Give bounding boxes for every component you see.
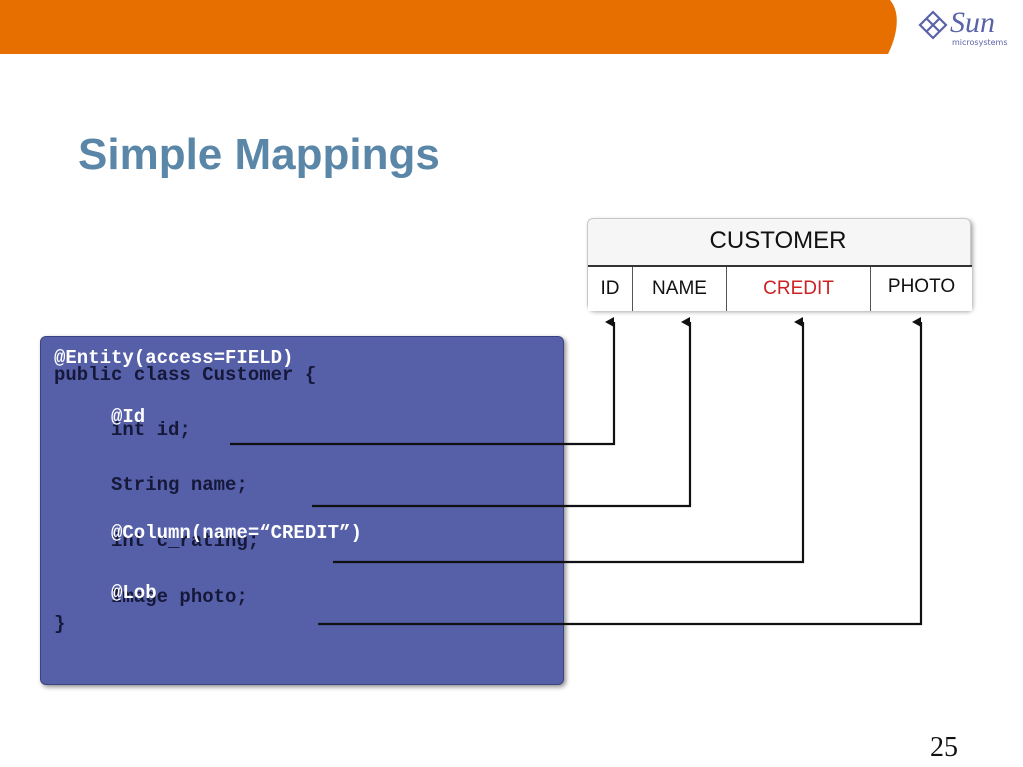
page-number: 25 — [930, 732, 958, 763]
customer-table: CUSTOMER ID NAME CREDIT PHOTO — [587, 218, 972, 311]
column-annotation: @Column(name=“CREDIT”) — [111, 522, 362, 544]
column-credit: CREDIT — [727, 267, 871, 311]
name-field: String name; — [111, 474, 248, 496]
table-columns: ID NAME CREDIT PHOTO — [588, 265, 972, 311]
credit-field: int c_rating; — [111, 530, 260, 552]
column-id: ID — [588, 267, 633, 311]
column-name: NAME — [633, 267, 727, 311]
sun-diamond-icon — [918, 10, 948, 40]
photo-field: Image photo; — [111, 586, 248, 608]
logo-subtext: microsystems — [952, 38, 1008, 47]
sun-logo: Sun microsystems — [918, 6, 1008, 50]
table-name: CUSTOMER — [709, 227, 847, 254]
code-block: @Entity(access=FIELD) public class Custo… — [40, 336, 564, 685]
top-banner — [0, 0, 897, 54]
class-declaration: public class Customer { — [54, 364, 317, 386]
slide-title: Simple Mappings — [78, 130, 440, 179]
lob-annotation: @Lob — [111, 582, 157, 604]
logo-wordmark: Sun — [950, 6, 995, 39]
column-photo: PHOTO — [887, 276, 956, 297]
closing-brace: } — [54, 613, 66, 635]
id-field: int id; — [111, 419, 191, 441]
id-annotation: @Id — [111, 406, 146, 428]
